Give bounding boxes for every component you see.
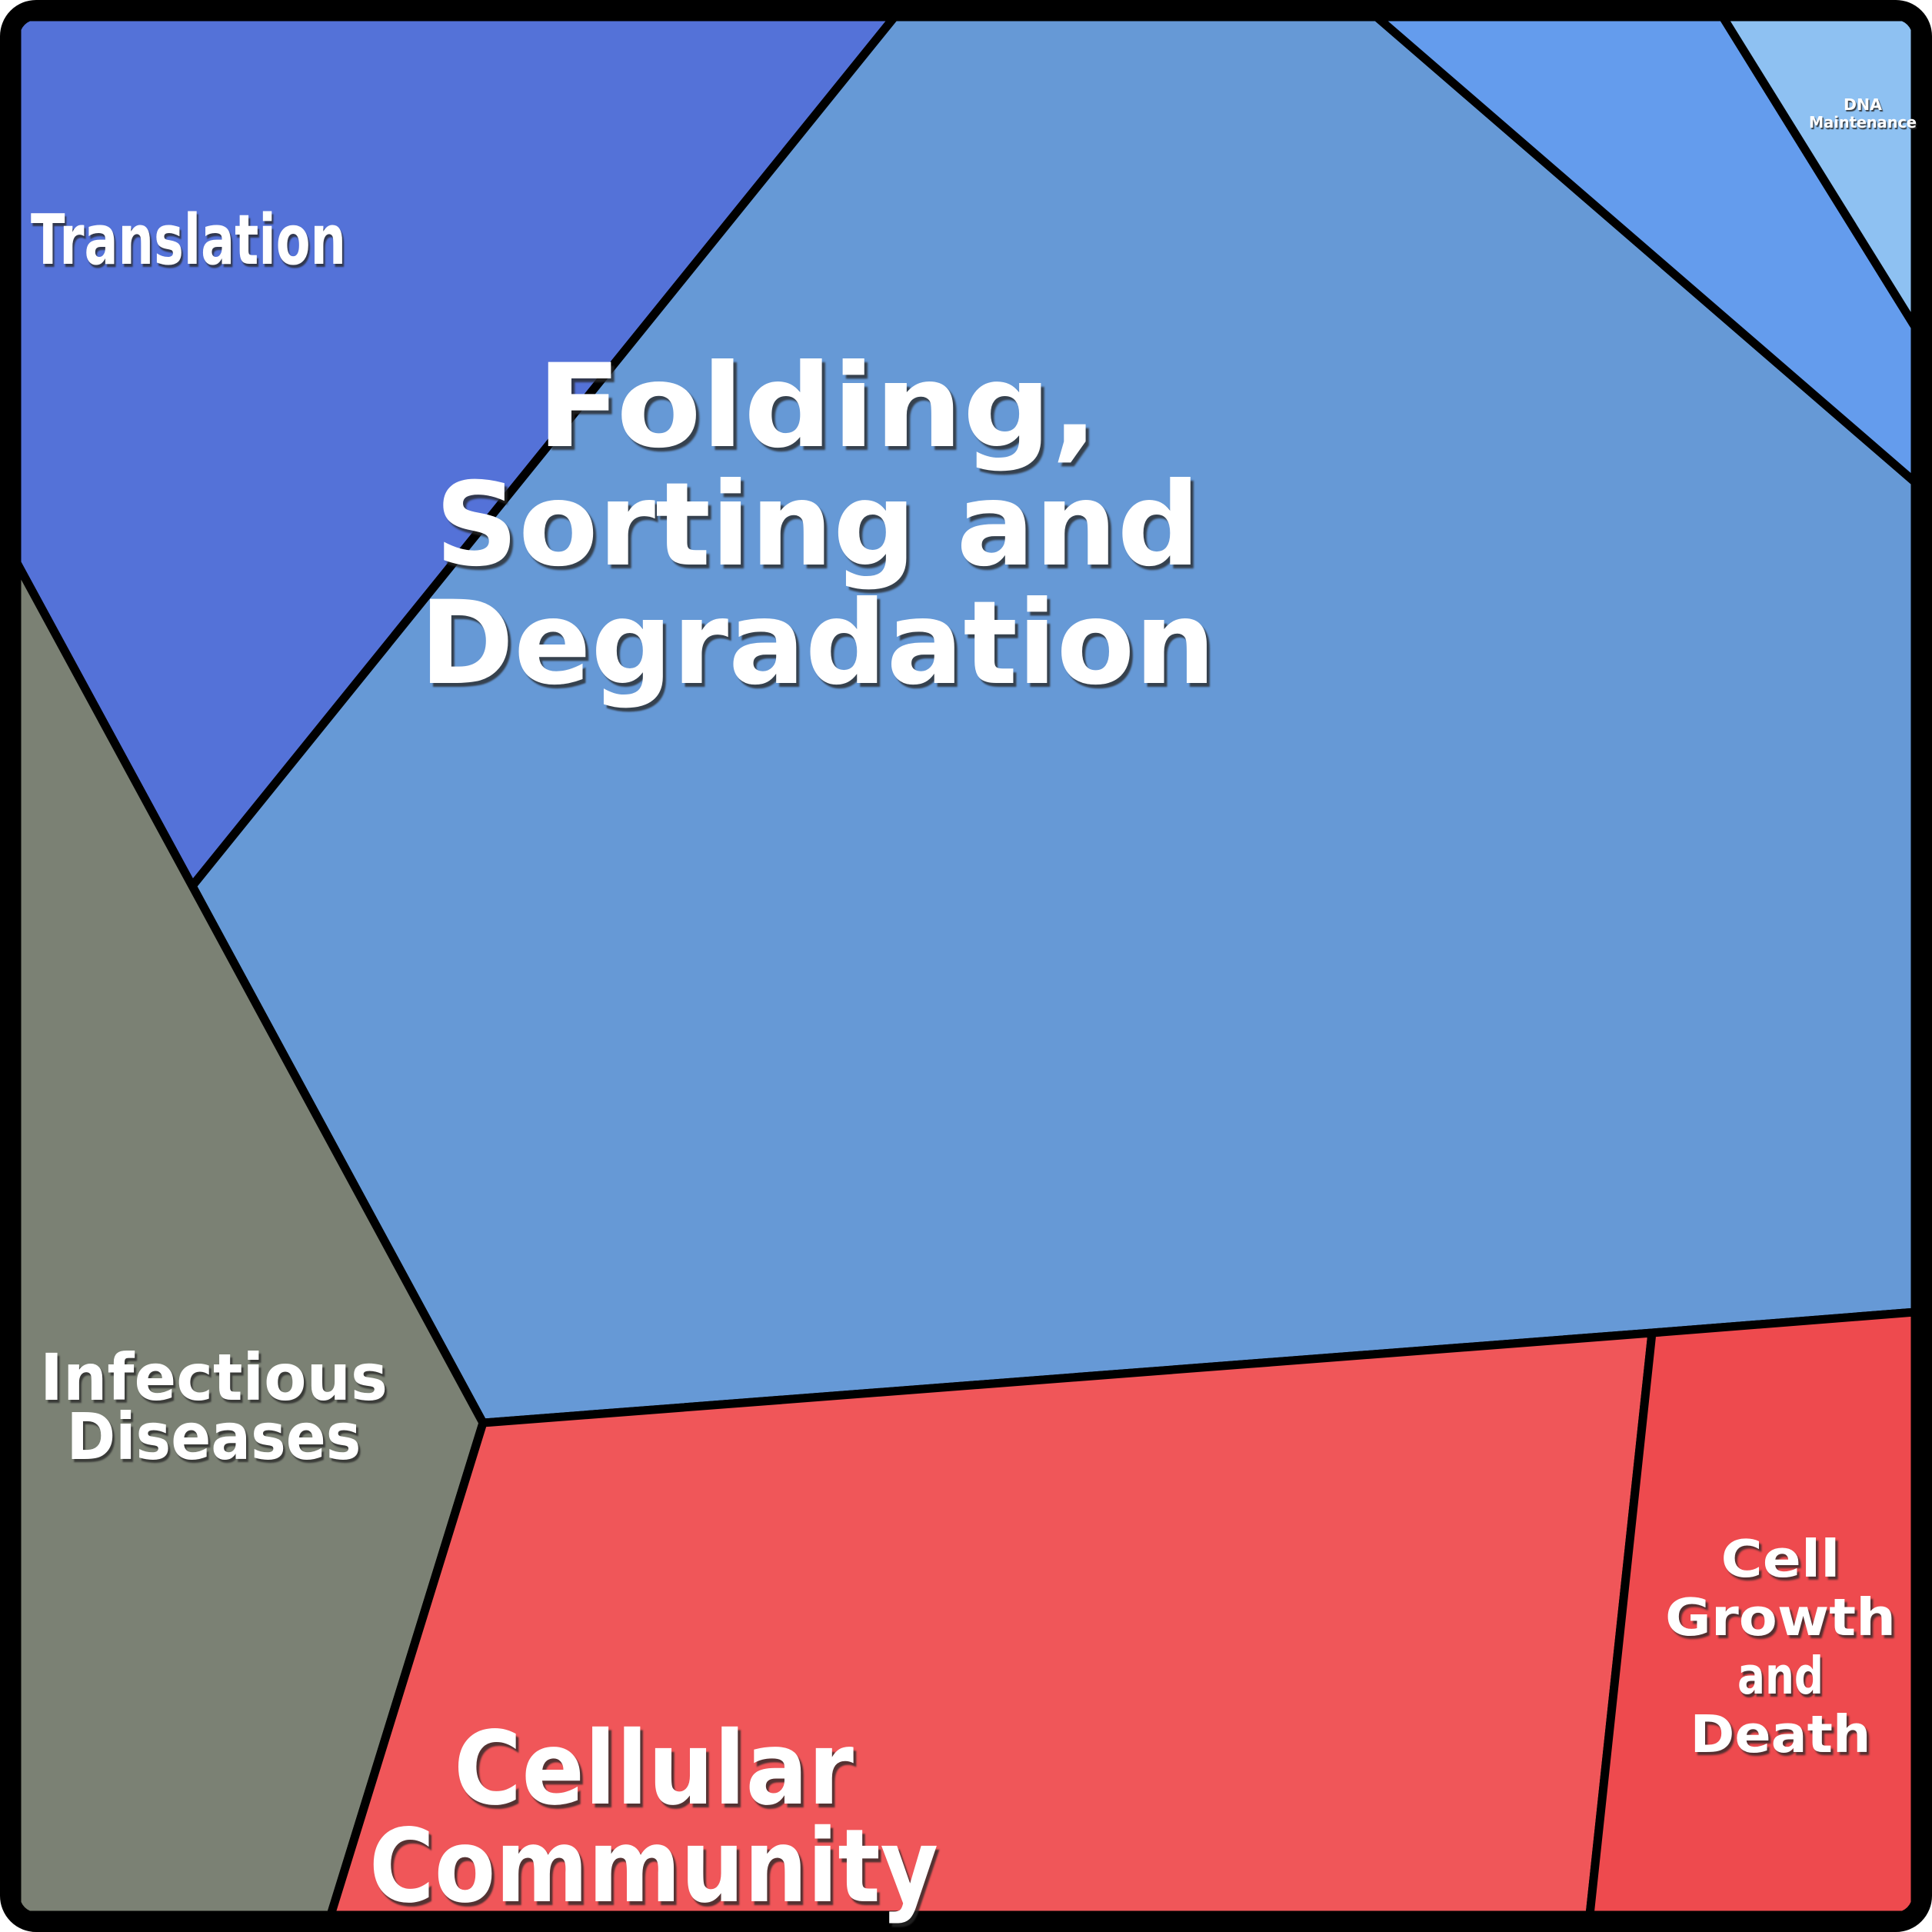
label-dna-maintenance: DNA Maintenance bbox=[1809, 95, 1917, 132]
label-dna-line2: Maintenance bbox=[1809, 113, 1917, 132]
label-folding-line1: Folding, bbox=[537, 340, 1098, 474]
label-folding-line2: Sorting and bbox=[435, 458, 1201, 592]
region-dna-maintenance[interactable] bbox=[1718, 17, 1915, 331]
label-dna-line1: DNA bbox=[1844, 95, 1883, 114]
region-cellular-community[interactable] bbox=[326, 1328, 1657, 1915]
label-cgd-line4: Death bbox=[1690, 1704, 1871, 1764]
region-unlabeled-blue[interactable] bbox=[1372, 17, 1915, 487]
label-cellular-line2: Community bbox=[369, 1807, 938, 1926]
label-cgd-line3: and bbox=[1737, 1646, 1824, 1706]
label-infectious-diseases: Infectious Diseases bbox=[40, 1340, 388, 1474]
label-cell-growth-and-death: Cell Growth and Death bbox=[1665, 1529, 1896, 1764]
label-folding-line3: Degradation bbox=[420, 577, 1216, 711]
region-cell-growth-and-death[interactable] bbox=[1585, 1307, 1915, 1915]
label-infectious-line1: Infectious bbox=[40, 1340, 388, 1415]
label-folding-sorting-degradation: Folding, Sorting and Degradation bbox=[420, 340, 1216, 711]
label-cgd-line2: Growth bbox=[1665, 1587, 1896, 1647]
label-infectious-line2: Diseases bbox=[67, 1399, 361, 1474]
label-cgd-line1: Cell bbox=[1721, 1529, 1840, 1589]
label-cellular-community: Cellular Community bbox=[369, 1710, 938, 1926]
label-translation: Translation bbox=[31, 200, 346, 281]
label-cellular-line1: Cellular bbox=[454, 1710, 854, 1828]
